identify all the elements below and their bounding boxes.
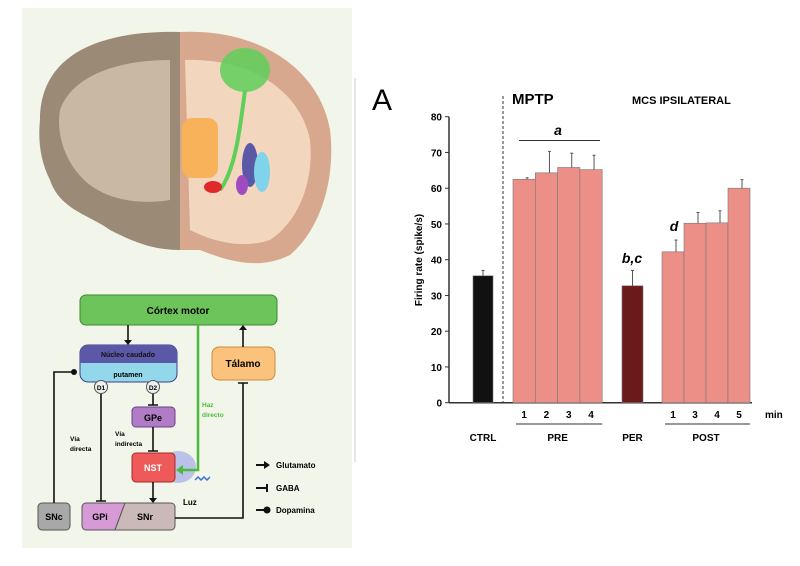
- cortex-label: Córtex motor: [147, 306, 210, 317]
- snr-box: [114, 502, 176, 531]
- gaba-bar-icon: [256, 484, 268, 492]
- y-tick-label: 50: [431, 220, 443, 231]
- light-label: Luz: [183, 498, 197, 507]
- annotation-d: d: [670, 218, 679, 234]
- x-tick-label: 5: [736, 410, 742, 421]
- dopamine-terminal: [71, 369, 77, 375]
- y-tick-label: 60: [431, 184, 443, 195]
- right-panel: A MPTP MCS IPSILATERAL Firing rate (spik…: [354, 78, 783, 462]
- gpi-box: [81, 502, 126, 531]
- bar-pre-1: [512, 178, 536, 403]
- group-label-pre: PRE: [547, 433, 568, 444]
- haz-directo-path: [180, 325, 200, 472]
- bar-pre-3: [557, 167, 581, 403]
- pathway-labels: Vía directa Vía indirecta Haz directo Lu…: [70, 402, 224, 507]
- via-directa-label-1: Vía: [70, 436, 80, 443]
- dopamine-dot-icon: [263, 506, 271, 514]
- y-tick-label: 80: [431, 113, 443, 124]
- thalamus-region: [182, 118, 218, 178]
- group-title-mptp: MPTP: [512, 91, 554, 108]
- x-tick-label: 4: [588, 410, 594, 421]
- connections: [53, 325, 248, 519]
- snc-label: SNc: [45, 512, 63, 522]
- y-tick-label: 10: [431, 363, 443, 374]
- gpi-label: GPi: [92, 512, 108, 522]
- via-directa-label-2: directa: [70, 446, 92, 453]
- gpe-label: GPe: [144, 413, 162, 423]
- putamen-region: [254, 152, 270, 192]
- y-tick-label: 20: [431, 327, 443, 338]
- bar-pre-2: [534, 172, 558, 403]
- x-tick-label: 4: [714, 410, 720, 421]
- via-indirecta-label-1: Vía: [115, 431, 125, 438]
- haz-directo-tract: [218, 89, 247, 192]
- arrowhead: [239, 325, 247, 330]
- y-tick-label: 70: [431, 148, 443, 159]
- bar-post-5: [727, 187, 751, 403]
- nst-region: [204, 181, 222, 193]
- x-tick-label: 1: [521, 410, 527, 421]
- glutamate-arrowhead: [264, 461, 270, 469]
- arrowhead: [149, 498, 157, 503]
- legend: Glutamato GABA Dopamina: [256, 461, 316, 515]
- d1-label: D1: [97, 385, 106, 392]
- d2-receptor: [146, 380, 160, 394]
- y-tick-label: 0: [436, 399, 442, 410]
- x-unit-label: min: [765, 410, 783, 421]
- caudate-region: [242, 143, 258, 187]
- motor-cortex-highlight: [220, 48, 270, 92]
- d2-to-gpe-gaba: [148, 394, 158, 406]
- bar-pre-4: [579, 169, 603, 403]
- group-title-mcs: MCS IPSILATERAL: [632, 95, 731, 107]
- d1-receptor: [94, 380, 108, 394]
- putamen-label: putamen: [113, 372, 142, 379]
- snc-to-striatum-dopamine: [53, 371, 73, 503]
- left-panel: Córtex motor Núcleo caudado putamen D1 D…: [22, 8, 352, 548]
- bar-post-1: [661, 251, 685, 404]
- legend-glutamato: Glutamato: [276, 461, 316, 470]
- via-indirecta-label-2: indirecta: [115, 441, 142, 448]
- snr-label: SNr: [137, 512, 154, 522]
- group-label-post: POST: [692, 433, 719, 444]
- x-tick-label: 2: [544, 410, 550, 421]
- x-tick-label: 3: [566, 410, 572, 421]
- haz-arrowhead: [176, 465, 183, 475]
- y-tick-label: 30: [431, 291, 443, 302]
- annotation-a: a: [554, 122, 562, 138]
- direct-pathway-gaba: [96, 394, 106, 502]
- gpe-to-nst-gaba: [148, 427, 158, 452]
- cortex-box: [79, 294, 278, 326]
- legend-dopamina: Dopamina: [276, 506, 315, 515]
- circuit-diagram: Córtex motor Núcleo caudado putamen D1 D…: [37, 294, 316, 531]
- bar-post-4: [705, 222, 729, 403]
- annotation-bc: b,c: [622, 250, 642, 266]
- x-tick-label: 1: [670, 410, 676, 421]
- brain-illustration: [39, 31, 332, 264]
- arrowhead: [124, 340, 132, 345]
- nst-label: NST: [144, 463, 163, 473]
- globus-pallidus-region: [236, 175, 248, 195]
- light-wave-icon: [194, 475, 211, 482]
- haz-label-2: directo: [202, 412, 224, 419]
- thalamus-label: Tálamo: [225, 359, 260, 370]
- legend-gaba: GABA: [276, 484, 300, 493]
- caudate-label: Núcleo caudado: [101, 352, 155, 359]
- x-tick-label: 3: [692, 410, 698, 421]
- caudate-top: [80, 345, 177, 363]
- snr-to-thalamus-gaba: [175, 382, 248, 519]
- bar-post-3: [683, 222, 707, 403]
- white-matter-photo: [59, 60, 170, 202]
- d2-label: D2: [149, 385, 158, 392]
- group-label-per: PER: [622, 433, 643, 444]
- panel-label: A: [372, 84, 392, 117]
- bar-ctrl: [472, 275, 494, 404]
- haz-label-1: Haz: [202, 402, 214, 409]
- group-label-ctrl: CTRL: [470, 433, 497, 444]
- y-tick-label: 40: [431, 256, 443, 267]
- y-axis-label: Firing rate (spike/s): [414, 214, 425, 306]
- bar-per: [621, 285, 644, 403]
